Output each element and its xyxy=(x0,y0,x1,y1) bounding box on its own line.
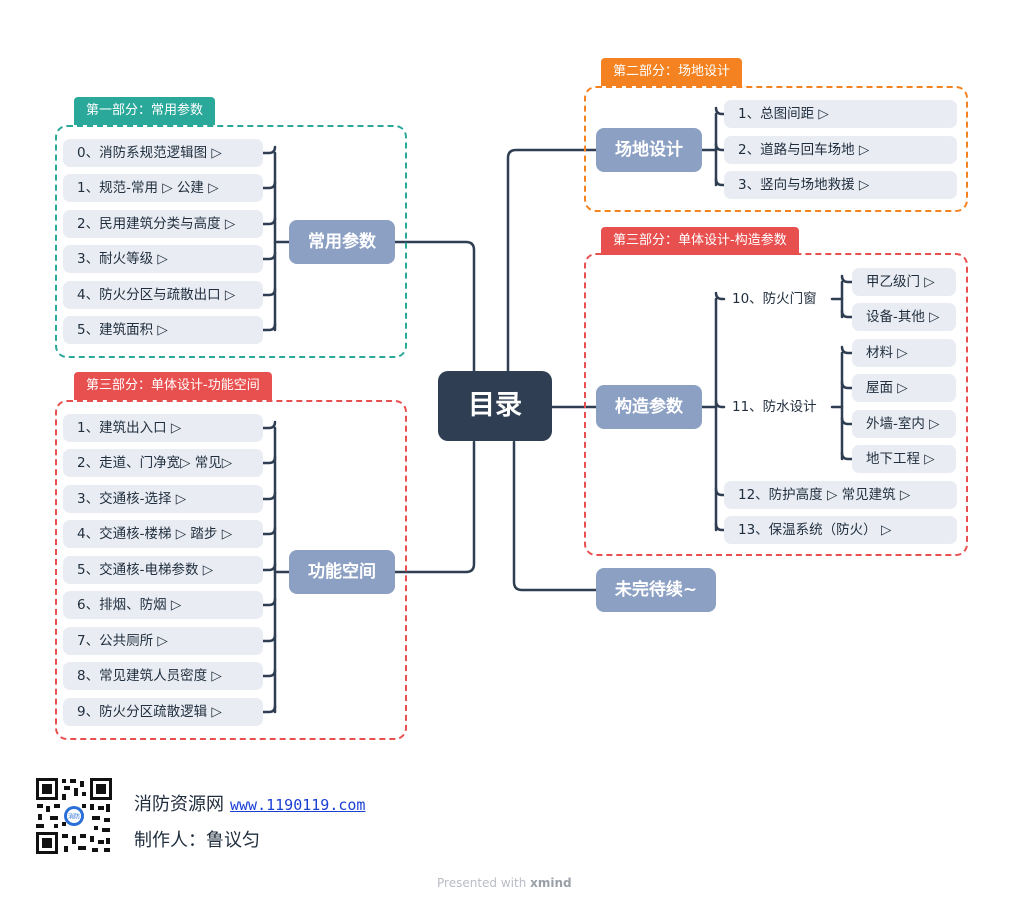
link-function-space-branch-3 xyxy=(261,526,277,536)
group-tag-common-params: 第一部分：常用参数 xyxy=(74,97,216,125)
link-common-params-branch-0 xyxy=(261,145,277,155)
leaf-protection-height[interactable]: 12、防护高度 ▷ 常见建筑 ▷ xyxy=(724,481,957,509)
link-function-space-branch-1 xyxy=(261,455,277,465)
link-function-space-branch-2 xyxy=(261,491,277,501)
leaf-exterior-interior-wall[interactable]: 外墙-室内 ▷ xyxy=(852,410,956,438)
main-topic-construction[interactable]: 构造参数 xyxy=(596,385,702,429)
link-root-function-space xyxy=(393,440,476,574)
leaf-code-common-public[interactable]: 1、规范-常用 ▷ 公建 ▷ xyxy=(63,174,263,202)
brand-prefix: Presented with xyxy=(437,876,527,890)
leaf-grade-ab-door[interactable]: 甲乙级门 ▷ xyxy=(852,268,956,296)
link-function-space-branch-4 xyxy=(261,562,277,572)
link-function-space-branch-7 xyxy=(261,668,277,678)
group-tag-site-design: 第二部分：场地设计 xyxy=(601,58,743,86)
link-waterproof-branch-1 xyxy=(840,380,854,390)
root-topic[interactable]: 目录 xyxy=(438,371,552,441)
leaf-occupant-density[interactable]: 8、常见建筑人员密度 ▷ xyxy=(63,662,263,690)
leaf-core-selection[interactable]: 3、交通核-选择 ▷ xyxy=(63,485,263,513)
leaf-fire-zone-logic[interactable]: 9、防火分区疏散逻辑 ▷ xyxy=(63,698,263,726)
link-common-params-branch-1 xyxy=(261,180,277,190)
link-function-space-branch-5 xyxy=(261,597,277,607)
footer-site-name: 消防资源网 xyxy=(134,794,224,815)
group-tag-construction: 第三部分：单体设计-构造参数 xyxy=(601,227,799,255)
main-topic-site-design[interactable]: 场地设计 xyxy=(596,128,702,172)
leaf-fire-rating[interactable]: 3、耐火等级 ▷ xyxy=(63,245,263,273)
link-waterproof-branch-2 xyxy=(840,416,854,426)
xmind-branding: Presented with xmind xyxy=(437,876,572,890)
leaf-materials[interactable]: 材料 ▷ xyxy=(852,339,956,367)
link-site-design-branch-1 xyxy=(714,142,726,152)
link-function-space-branch-6 xyxy=(261,633,277,643)
link-construction-branch-0 xyxy=(714,291,726,301)
group-box-function-space xyxy=(55,400,407,740)
leaf-fire-zone-exit[interactable]: 4、防火分区与疏散出口 ▷ xyxy=(63,281,263,309)
footer-site-link[interactable]: www.1190119.com xyxy=(230,796,366,814)
leaf-core-elevator[interactable]: 5、交通核-电梯参数 ▷ xyxy=(63,556,263,584)
link-common-params-branch-4 xyxy=(261,287,277,297)
link-root-unfinished xyxy=(512,440,598,592)
link-construction-branch-3 xyxy=(714,522,726,532)
group-box-common-params xyxy=(55,125,407,358)
footer-site-line: 消防资源网 www.1190119.com xyxy=(134,790,365,816)
link-construction-branch-1 xyxy=(714,399,726,409)
group-box-site-design xyxy=(584,86,968,212)
leaf-site-spacing[interactable]: 1、总图间距 ▷ xyxy=(724,100,957,128)
link-root-site-design xyxy=(506,148,598,373)
main-topic-function-space[interactable]: 功能空间 xyxy=(289,550,395,594)
link-common-params-branch-3 xyxy=(261,251,277,261)
link-function-space-branch-8 xyxy=(261,704,277,714)
link-fire-doors-branch-1 xyxy=(840,309,854,319)
link-waterproof-branch-3 xyxy=(840,451,854,461)
link-construction-branch-2 xyxy=(714,487,726,497)
qr-badge-label: 消防 xyxy=(68,813,80,821)
main-topic-unfinished[interactable]: 未完待续~ xyxy=(596,568,716,612)
link-waterproof-branch-0 xyxy=(840,345,854,355)
brand-name: xmind xyxy=(530,876,572,890)
leaf-building-class-height[interactable]: 2、民用建筑分类与高度 ▷ xyxy=(63,210,263,238)
leaf-building-entrance[interactable]: 1、建筑出入口 ▷ xyxy=(63,414,263,442)
subtopic-fire-doors[interactable]: 10、防火门窗 xyxy=(732,291,817,307)
link-site-design-branch-2 xyxy=(714,177,726,187)
leaf-equipment-other[interactable]: 设备-其他 ▷ xyxy=(852,303,956,331)
footer-author: 制作人：鲁议匀 xyxy=(134,830,260,851)
leaf-public-toilet[interactable]: 7、公共厕所 ▷ xyxy=(63,627,263,655)
link-root-common-params xyxy=(393,240,476,373)
link-function-space-branch-0 xyxy=(261,420,277,430)
group-tag-function-space: 第三部分：单体设计-功能空间 xyxy=(74,372,272,400)
link-fire-doors-branch-0 xyxy=(840,274,854,284)
link-common-params-branch-2 xyxy=(261,216,277,226)
link-common-params-branch-5 xyxy=(261,322,277,332)
leaf-smoke-exhaust[interactable]: 6、排烟、防烟 ▷ xyxy=(63,591,263,619)
leaf-underground-works[interactable]: 地下工程 ▷ xyxy=(852,445,956,473)
main-topic-common-params[interactable]: 常用参数 xyxy=(289,220,395,264)
qr-code-icon: 消防 xyxy=(34,776,114,856)
leaf-roof[interactable]: 屋面 ▷ xyxy=(852,374,956,402)
leaf-fire-code-logic[interactable]: 0、消防系规范逻辑图 ▷ xyxy=(63,139,263,167)
leaf-vertical-rescue[interactable]: 3、竖向与场地救援 ▷ xyxy=(724,171,957,199)
leaf-building-area[interactable]: 5、建筑面积 ▷ xyxy=(63,316,263,344)
leaf-corridor-door-width[interactable]: 2、走道、门净宽▷ 常见▷ xyxy=(63,449,263,477)
leaf-core-stairs[interactable]: 4、交通核-楼梯 ▷ 踏步 ▷ xyxy=(63,520,263,548)
link-site-design-branch-0 xyxy=(714,106,726,116)
leaf-road-turning[interactable]: 2、道路与回车场地 ▷ xyxy=(724,136,957,164)
subtopic-waterproof[interactable]: 11、防水设计 xyxy=(732,399,817,415)
leaf-insulation-system[interactable]: 13、保温系统（防火） ▷ xyxy=(724,516,957,544)
